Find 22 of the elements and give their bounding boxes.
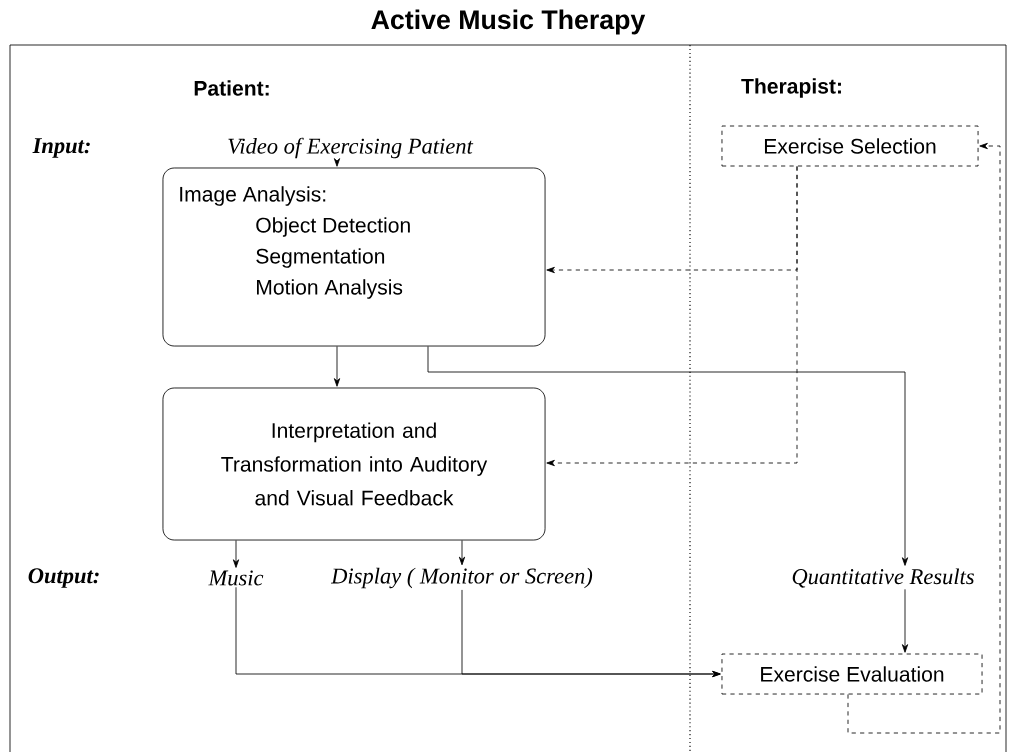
arrow bbox=[901, 588, 909, 653]
arrow bbox=[847, 142, 1001, 734]
arrow bbox=[333, 158, 341, 167]
arrow bbox=[546, 166, 798, 467]
arrow bbox=[461, 589, 721, 678]
arrow bbox=[333, 346, 341, 387]
dashed-box: Exercise Evaluation bbox=[721, 653, 983, 695]
arrow bbox=[458, 540, 466, 566]
italic-text: Music bbox=[208, 570, 264, 586]
italic-text: Video of Exercising Patient bbox=[228, 137, 474, 159]
italic-text: Display ( Monitor or Screen) bbox=[330, 567, 593, 589]
italic-text: Quantitative Results bbox=[792, 568, 974, 588]
process-box: Image Analysis: Object Detection Segmentation Motion Analysis bbox=[162, 167, 546, 347]
column-heading: Therapist: bbox=[741, 78, 841, 98]
column-heading: Patient: bbox=[194, 80, 269, 96]
dashed-box: Exercise Selection bbox=[721, 125, 979, 167]
process-box: Interpretation and Transformation into Auditory and Visual Feedback bbox=[162, 387, 546, 541]
title: Active Music Therapy bbox=[371, 9, 646, 35]
arrow bbox=[427, 346, 909, 566]
row-label: Input: bbox=[32, 138, 90, 158]
row-label: Output: bbox=[28, 568, 99, 588]
arrow bbox=[232, 540, 240, 568]
